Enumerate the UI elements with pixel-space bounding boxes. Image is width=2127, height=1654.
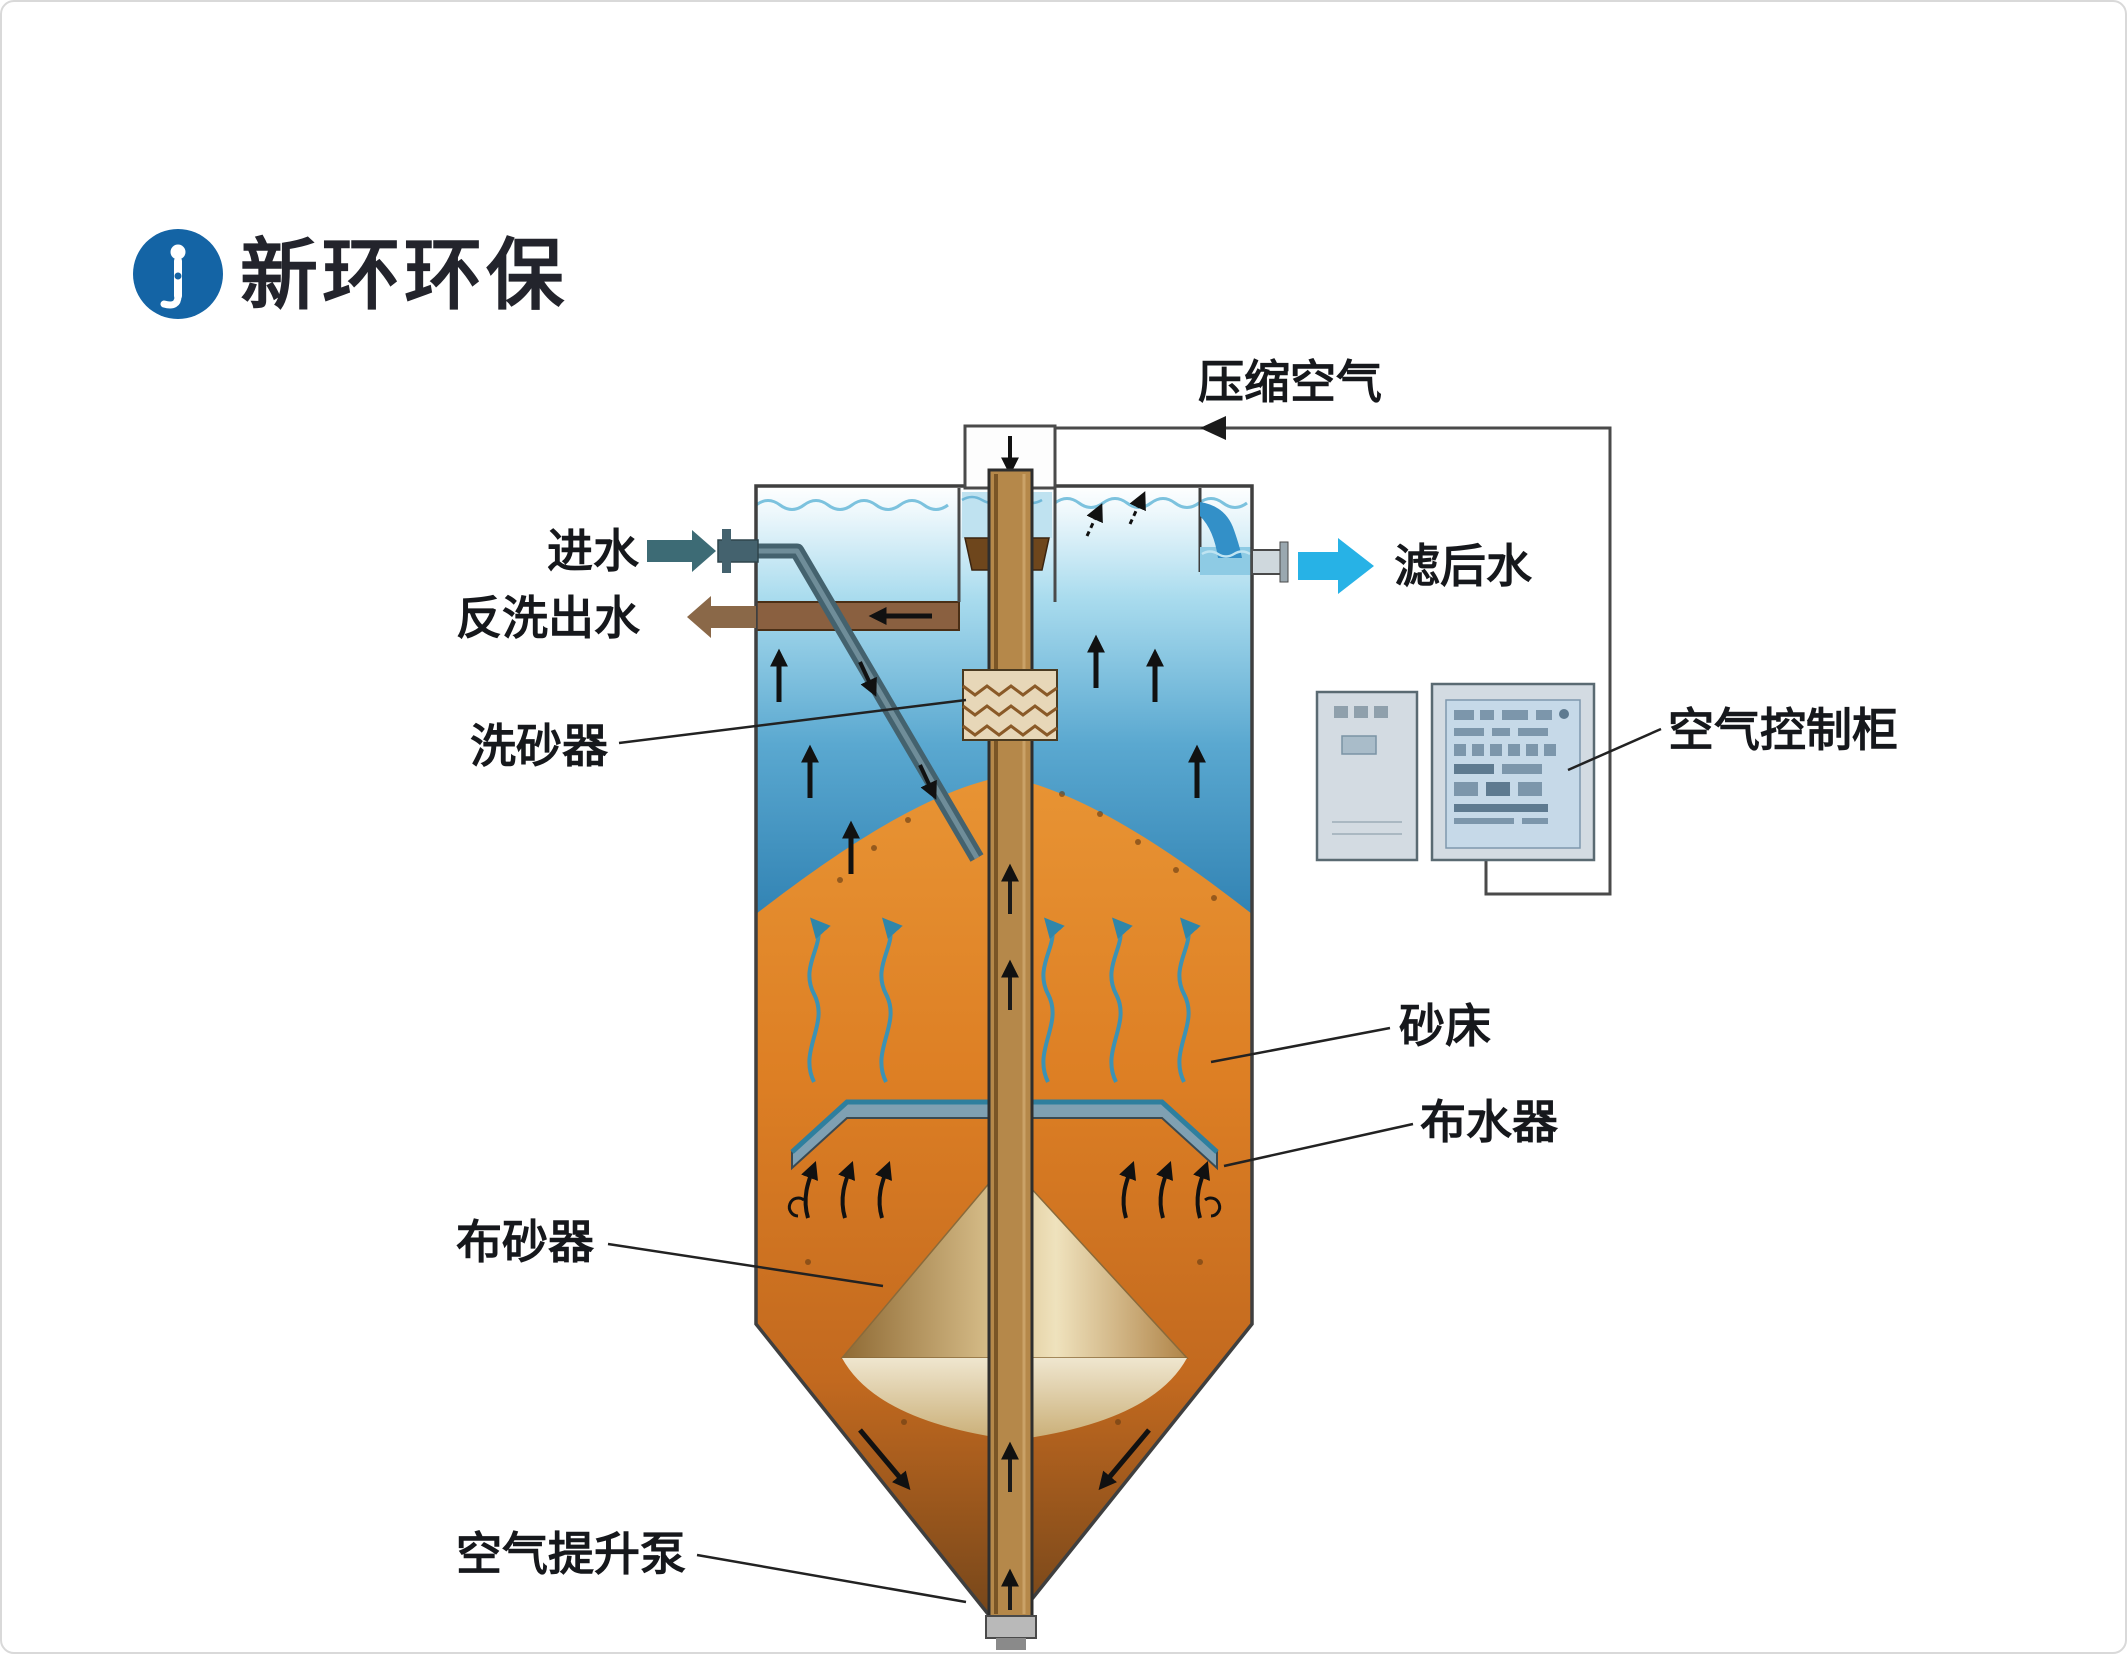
weir-pour-water xyxy=(1200,502,1242,558)
label-sand-distributor: 布砂器 xyxy=(456,1217,595,1268)
backwash-duct xyxy=(756,601,960,631)
vessel-outline xyxy=(754,484,1254,1637)
leader-sand-bed xyxy=(1210,1026,1391,1064)
air-bubble-arrows xyxy=(807,917,1201,1083)
backwash-group: 反洗出水 xyxy=(456,593,756,644)
leader-air-lift-pump xyxy=(696,1553,967,1604)
leader-sand-distributor xyxy=(607,1242,884,1288)
label-sand-washer: 洗砂器 xyxy=(470,721,609,772)
filtered-water-group: 滤后水 xyxy=(1251,538,1533,594)
cone-sand-flow-arrows xyxy=(858,1428,1151,1491)
air-control-cabinet: 空气控制柜 xyxy=(1315,682,1898,862)
label-inlet-water: 进水 xyxy=(547,526,640,577)
airlift-pump-base xyxy=(985,1615,1037,1650)
inlet-arrow xyxy=(647,530,716,572)
label-water-distributor: 布水器 xyxy=(1420,1097,1559,1148)
filtered-water-arrow xyxy=(1298,538,1374,594)
feed-flow-arrows xyxy=(858,661,937,800)
label-sand-bed: 砂床 xyxy=(1399,1001,1491,1052)
label-air-control-cabinet: 空气控制柜 xyxy=(1668,705,1898,756)
label-compressed-air: 压缩空气 xyxy=(1198,357,1382,408)
label-filtered-water: 滤后水 xyxy=(1394,541,1533,592)
airlift-pipe-assembly xyxy=(957,424,1058,1650)
distributor-flow-arrows xyxy=(787,1160,1222,1219)
inlet-water-group: 进水 xyxy=(547,526,716,577)
leader-water-distributor xyxy=(1223,1122,1414,1168)
leader-air-control-cabinet xyxy=(1567,727,1662,772)
water-flow-arrows xyxy=(770,634,1206,874)
brand-name: 新环环保 xyxy=(240,231,568,319)
leader-sand-washer xyxy=(618,698,967,745)
cabinet-left-box xyxy=(1315,690,1419,862)
air-flow-arrow xyxy=(1200,416,1226,440)
compressed-air-line: 压缩空气 xyxy=(1055,357,1612,896)
backwash-arrow xyxy=(687,596,756,638)
cabinet-components xyxy=(1454,709,1569,824)
label-backwash-outlet: 反洗出水 xyxy=(456,593,641,644)
sand-washer xyxy=(962,669,1058,741)
label-air-lift-pump: 空气提升泵 xyxy=(456,1529,686,1580)
inlet-feed-pipe xyxy=(717,529,984,862)
callout-labels: 洗砂器 砂床 布水器 布砂器 空气提升泵 xyxy=(456,698,1559,1604)
brand-logo: 新环环保 xyxy=(133,229,568,319)
